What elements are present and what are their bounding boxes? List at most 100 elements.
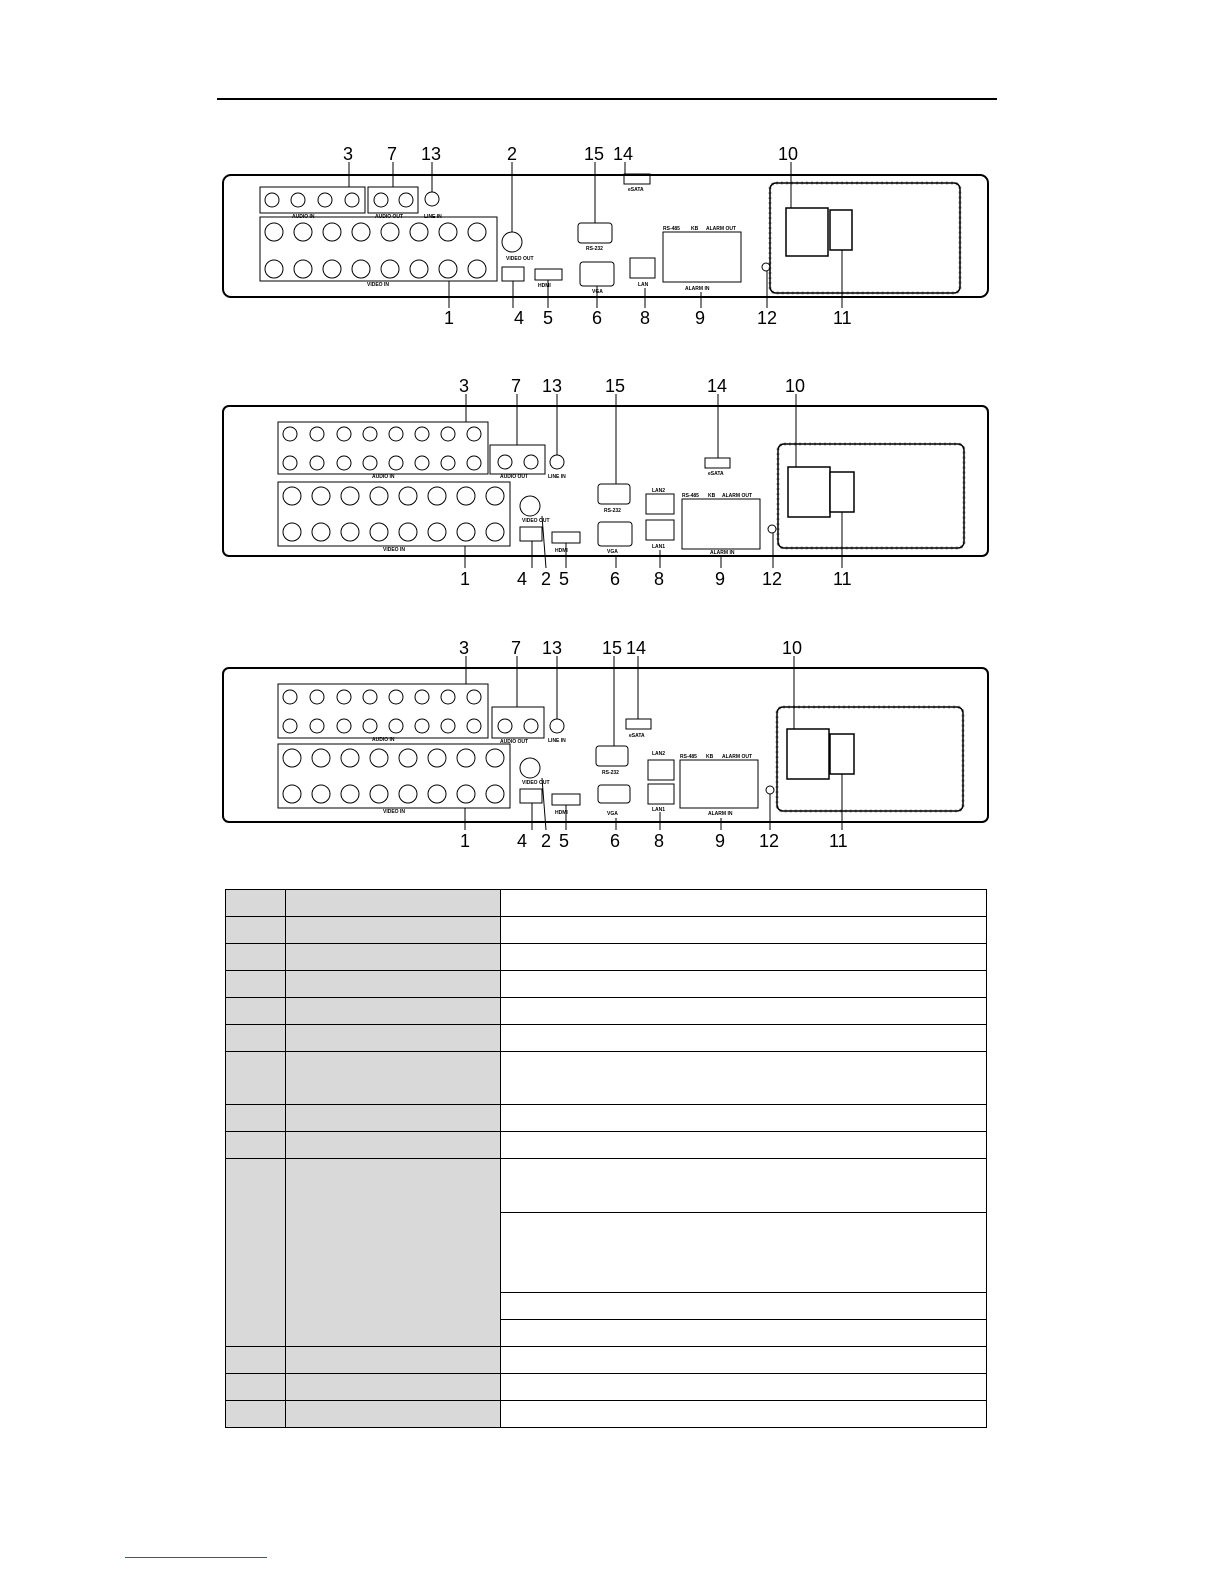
callout-7: 7 (511, 638, 521, 658)
callout-11: 11 (833, 308, 852, 328)
kb-label: KB (708, 493, 716, 499)
rear-panel-svg-1: AUDIO IN AUDIO OUT LINE IN VIDEO IN VIDE… (222, 144, 989, 328)
rs232-label: RS-232 (604, 508, 621, 514)
table-row (225, 1400, 987, 1428)
esata-label: eSATA (628, 187, 644, 193)
table-cell (285, 1158, 501, 1347)
table-cell (285, 1051, 501, 1105)
table-cell (285, 1104, 501, 1132)
table-cell (285, 943, 501, 971)
table-cell (500, 1373, 987, 1401)
lan-label: LAN (638, 282, 649, 288)
table-row (225, 1024, 987, 1052)
callout-9: 9 (715, 569, 725, 589)
callout-5: 5 (559, 831, 569, 851)
callout-15: 15 (602, 638, 622, 658)
alarm-out-label: ALARM OUT (722, 493, 752, 499)
rear-panel-diagram-1: AUDIO IN AUDIO OUT LINE IN VIDEO IN VIDE… (210, 140, 1000, 330)
table-cell (225, 1051, 286, 1105)
hdmi-label: HDMI (538, 283, 551, 289)
rs485-label: RS-485 (680, 754, 697, 760)
vga-label: VGA (607, 549, 618, 555)
kb-label: KB (691, 226, 699, 232)
rear-panel-description-table (225, 889, 987, 1428)
audio-in-label: AUDIO IN (292, 214, 315, 220)
table-cell (500, 1212, 987, 1293)
table-cell (225, 1131, 286, 1159)
audio-in-label: AUDIO IN (372, 474, 395, 480)
video-out-label: VIDEO OUT (522, 518, 550, 524)
table-cell (285, 1131, 501, 1159)
rs485-label: RS-485 (682, 493, 699, 499)
rs485-label: RS-485 (663, 226, 680, 232)
callout-1: 1 (444, 308, 454, 328)
alarm-in-label: ALARM IN (685, 286, 710, 292)
alarm-out-label: ALARM OUT (722, 754, 752, 760)
lan2-label: LAN2 (652, 488, 665, 494)
vga-label: VGA (607, 811, 618, 817)
video-in-label: VIDEO IN (383, 547, 405, 553)
table-row (225, 1346, 987, 1374)
table-cell (225, 1158, 286, 1347)
kb-label: KB (706, 754, 714, 760)
callout-4: 4 (517, 569, 527, 589)
table-cell (285, 970, 501, 998)
table-cell (500, 997, 987, 1025)
table-cell (285, 1373, 501, 1401)
rs232-label: RS-232 (586, 246, 603, 252)
callout-6: 6 (592, 308, 602, 328)
table-cell (225, 1400, 286, 1428)
footer-link-underline[interactable] (125, 1557, 267, 1558)
callout-14: 14 (626, 638, 646, 658)
callout-1: 1 (460, 831, 470, 851)
table-row (226, 1212, 987, 1293)
table-cell (225, 889, 286, 917)
line-in-label: LINE IN (424, 214, 442, 220)
table-cell (500, 1400, 987, 1428)
callout-5: 5 (543, 308, 553, 328)
callout-3: 3 (343, 144, 353, 164)
table-cell (285, 1400, 501, 1428)
callout-14: 14 (613, 144, 633, 164)
callout-12: 12 (759, 831, 779, 851)
table-row (225, 943, 987, 971)
callout-9: 9 (695, 308, 705, 328)
callout-2: 2 (507, 144, 517, 164)
esata-label: eSATA (708, 471, 724, 477)
esata-label: eSATA (629, 733, 645, 739)
callout-13: 13 (542, 638, 562, 658)
video-out-label: VIDEO OUT (522, 780, 550, 786)
table-row (225, 997, 987, 1025)
table-cell (500, 943, 987, 971)
callout-1: 1 (460, 569, 470, 589)
table-cell (285, 1024, 501, 1052)
callout-8: 8 (654, 831, 664, 851)
alarm-in-label: ALARM IN (710, 550, 735, 556)
table-row (225, 916, 987, 944)
table-cell (500, 1131, 987, 1159)
lan1-label: LAN1 (652, 807, 665, 813)
video-in-label: VIDEO IN (367, 282, 389, 288)
table-cell (225, 970, 286, 998)
table-cell (225, 997, 286, 1025)
table-row (225, 1158, 987, 1347)
table-row (225, 970, 987, 998)
lan2-label: LAN2 (652, 751, 665, 757)
table-cell (500, 1051, 987, 1105)
table-row (225, 1131, 987, 1159)
table-cell (225, 1373, 286, 1401)
table-cell (225, 1104, 286, 1132)
table-cell (500, 1319, 987, 1347)
rs232-label: RS-232 (602, 770, 619, 776)
table-cell (225, 1346, 286, 1374)
callout-3: 3 (459, 638, 469, 658)
callout-2: 2 (541, 569, 551, 589)
audio-out-label: AUDIO OUT (500, 739, 528, 745)
rear-panel-diagram-2: AUDIO IN AUDIO OUT LINE IN VIDEO IN VIDE… (210, 372, 1000, 592)
video-in-label: VIDEO IN (383, 809, 405, 815)
table-cell (500, 889, 987, 917)
table-cell (285, 916, 501, 944)
callout-12: 12 (757, 308, 777, 328)
table-cell (500, 1104, 987, 1132)
callout-2: 2 (541, 831, 551, 851)
